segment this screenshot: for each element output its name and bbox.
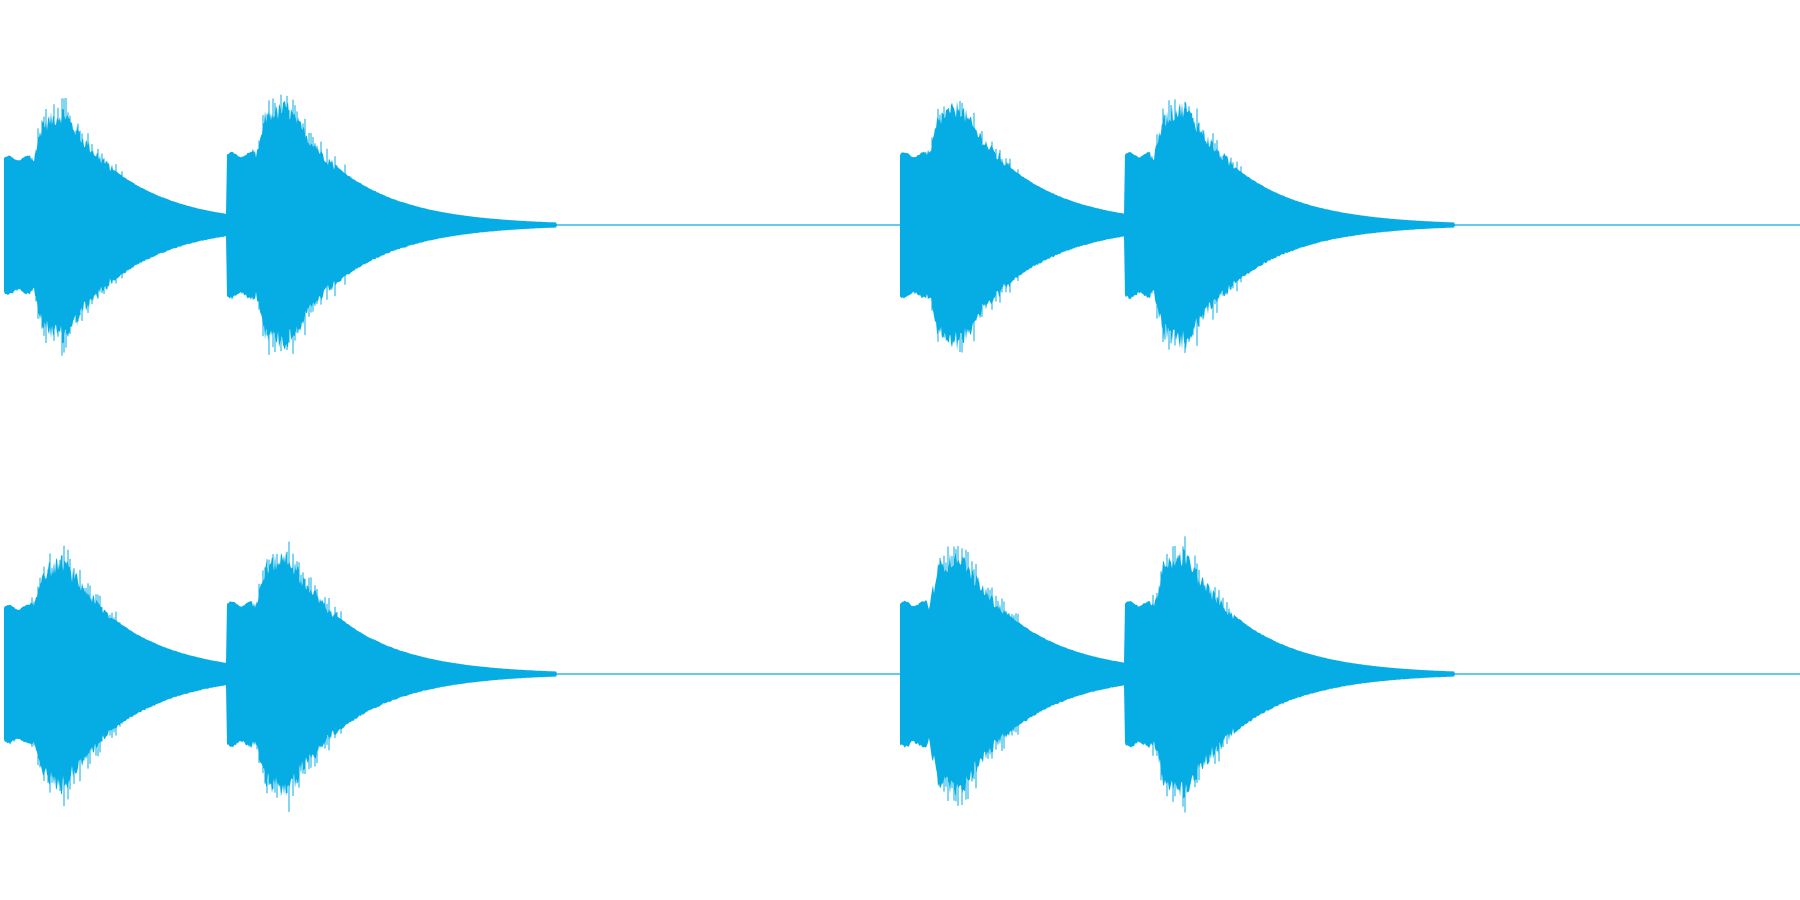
waveform-burst (900, 100, 1125, 353)
waveform-burst (227, 541, 557, 812)
burst-body (1125, 548, 1455, 799)
waveform-burst (1125, 536, 1455, 813)
waveform-burst (4, 545, 227, 807)
waveform-burst (900, 546, 1125, 807)
waveform-burst (4, 98, 227, 356)
burst-body (227, 101, 557, 350)
waveform-burst (227, 94, 557, 355)
burst-body (1125, 101, 1455, 350)
burst-body (900, 100, 1125, 351)
channel-1-waveform (4, 94, 1800, 356)
waveform-burst (1125, 99, 1455, 353)
channel-2-waveform (4, 536, 1800, 813)
